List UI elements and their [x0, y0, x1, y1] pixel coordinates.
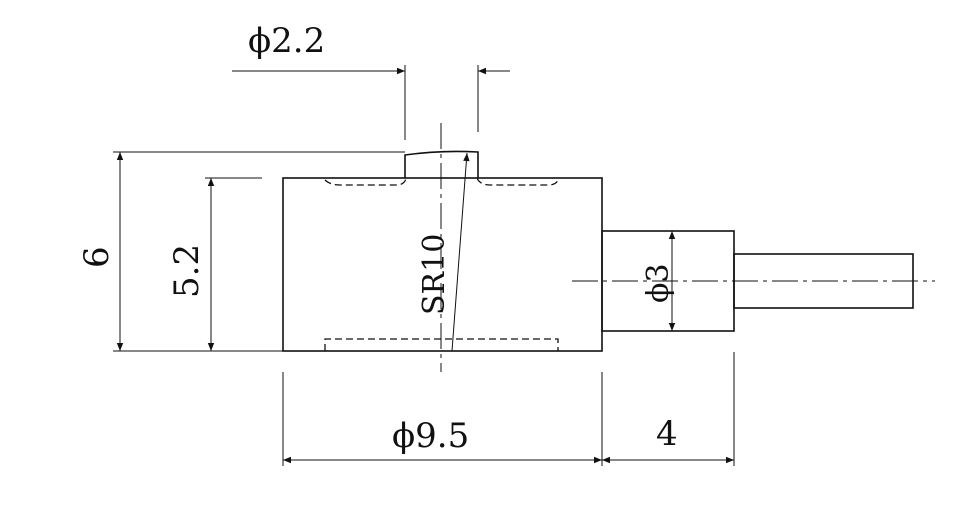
dimension-label: SR10 — [417, 234, 452, 315]
dimension-label: 5.2 — [167, 244, 207, 298]
dimension-gland-diameter: ϕ3 — [641, 231, 690, 332]
dimension-body-diameter: ϕ9.5 — [282, 372, 603, 466]
dimension-label: 6 — [77, 246, 117, 268]
dimension-gland-length: 4 — [602, 352, 735, 466]
dimension-label: 4 — [656, 414, 678, 454]
dimension-label: ϕ9.5 — [392, 416, 469, 456]
dimension-boss-diameter: ϕ2.2 — [232, 21, 510, 140]
dimension-spherical-radius: SR10 — [417, 152, 470, 352]
dimension-label: ϕ2.2 — [248, 21, 325, 61]
dimension-label: ϕ3 — [641, 263, 676, 303]
dimension-body-height: 5.2 — [167, 177, 262, 352]
dimension-total-height: 6 — [77, 151, 405, 352]
